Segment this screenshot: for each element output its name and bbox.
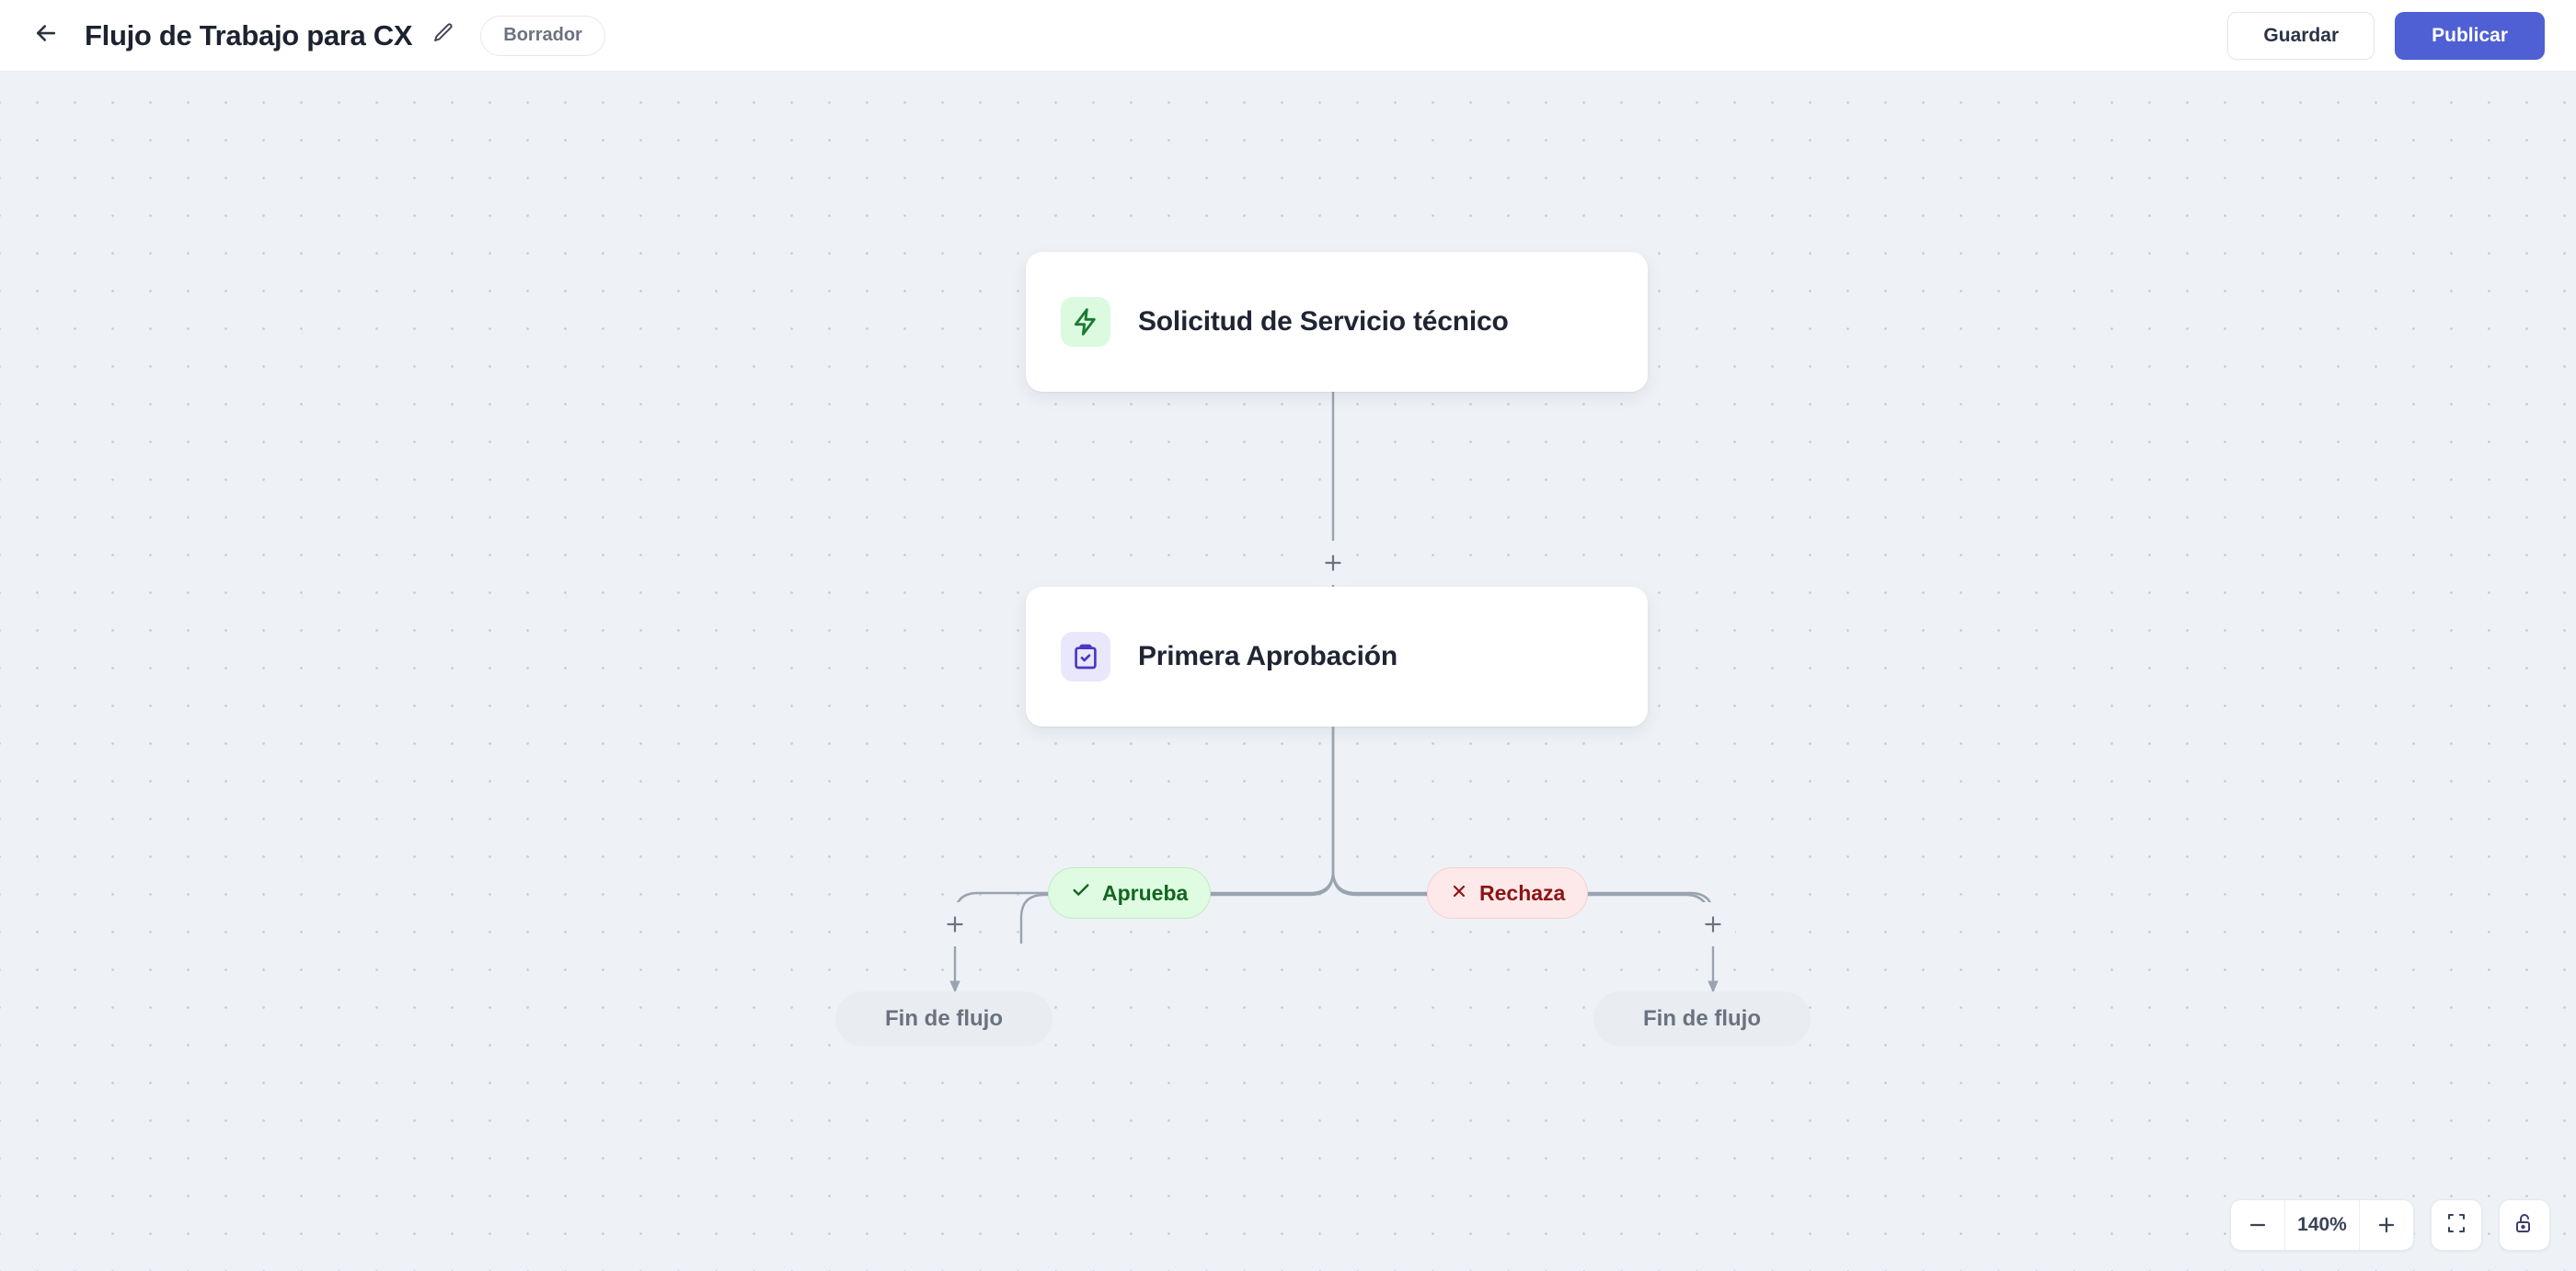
pencil-icon — [432, 22, 454, 49]
end-node-left[interactable]: Fin de flujo — [835, 991, 1052, 1047]
lock-canvas-button[interactable] — [2499, 1199, 2550, 1251]
node-trigger-label: Solicitud de Servicio técnico — [1138, 306, 1509, 337]
branch-label-reject[interactable]: Rechaza — [1427, 867, 1589, 919]
branch-label-approve-text: Aprueba — [1102, 880, 1189, 905]
page-title: Flujo de Trabajo para CX — [85, 18, 413, 52]
end-node-right[interactable]: Fin de flujo — [1593, 991, 1811, 1047]
zoom-group: 140% — [2230, 1199, 2414, 1251]
add-step-button-right[interactable] — [1691, 902, 1735, 946]
node-trigger[interactable]: Solicitud de Servicio técnico — [1026, 252, 1648, 392]
save-button[interactable]: Guardar — [2227, 11, 2375, 60]
lightning-bolt-icon — [1061, 297, 1110, 347]
fit-view-icon — [2445, 1212, 2467, 1239]
node-approval[interactable]: Primera Aprobación — [1026, 587, 1648, 727]
zoom-level-display[interactable]: 140% — [2284, 1200, 2360, 1250]
edge-connectors-branch — [953, 727, 1715, 934]
header-actions: Guardar Publicar — [2227, 11, 2545, 60]
back-button[interactable] — [26, 16, 66, 56]
zoom-controls: 140% — [2230, 1199, 2550, 1251]
branch-label-approve[interactable]: Aprueba — [1048, 867, 1212, 919]
status-badge[interactable]: Borrador — [480, 15, 605, 56]
x-icon — [1450, 881, 1468, 906]
publish-button[interactable]: Publicar — [2395, 11, 2545, 60]
zoom-out-button[interactable] — [2231, 1200, 2284, 1250]
branch-label-reject-text: Rechaza — [1479, 880, 1566, 905]
add-step-button-main[interactable] — [1311, 541, 1355, 585]
check-icon — [1071, 880, 1091, 906]
node-approval-label: Primera Aprobación — [1138, 641, 1398, 671]
workflow-canvas[interactable]: Solicitud de Servicio técnico Primera Ap… — [0, 72, 2576, 1271]
edit-title-button[interactable] — [427, 19, 460, 52]
unlock-icon — [2513, 1212, 2536, 1239]
clipboard-check-icon — [1061, 632, 1110, 681]
zoom-in-button[interactable] — [2360, 1200, 2413, 1250]
app-header: Flujo de Trabajo para CX Borrador Guarda… — [0, 0, 2576, 72]
fit-view-button[interactable] — [2431, 1199, 2482, 1251]
add-step-button-left[interactable] — [933, 902, 977, 946]
arrow-left-icon — [32, 19, 60, 52]
